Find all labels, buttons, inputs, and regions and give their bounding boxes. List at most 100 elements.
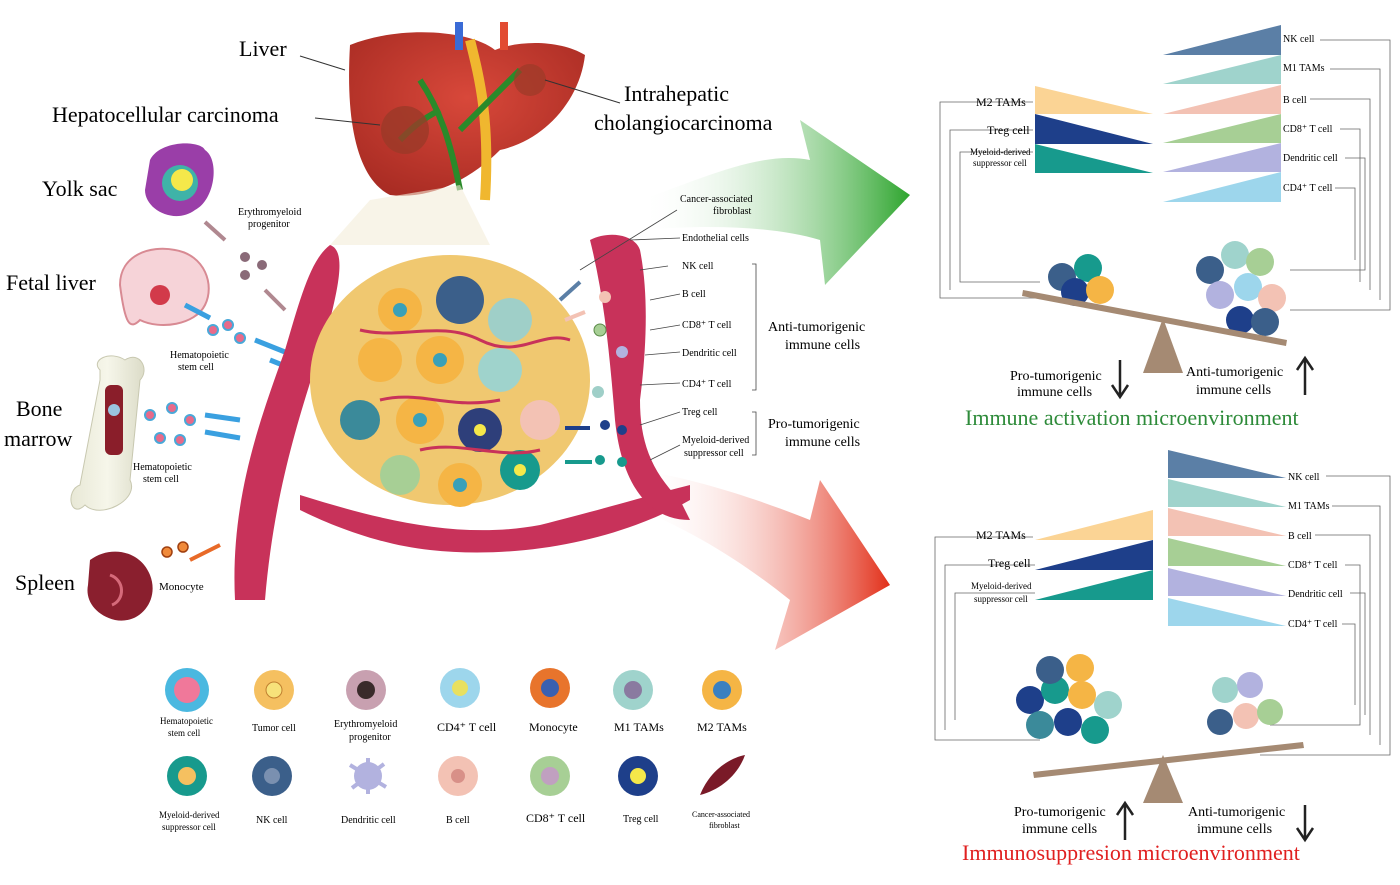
wedge-nk-bottom xyxy=(1168,450,1286,478)
liver-leader xyxy=(299,55,346,71)
tme-pro-1: Pro-tumorigenic xyxy=(768,417,860,432)
tme-mdsc-2: suppressor cell xyxy=(684,448,744,459)
erythro-cells xyxy=(240,252,267,280)
legend-monocyte-label: Monocyte xyxy=(529,720,578,734)
legend-m2-label: M2 TAMs xyxy=(697,720,747,734)
legend-dc-label: Dendritic cell xyxy=(341,815,396,826)
tme-treg: Treg cell xyxy=(682,407,718,418)
legend-b-icon xyxy=(438,756,478,796)
tme-cd8: CD8⁺ T cell xyxy=(682,320,732,331)
activation-title: Immune activation microenvironment xyxy=(965,405,1299,430)
bone-label-2: marrow xyxy=(4,426,73,451)
legend-b-label: B cell xyxy=(446,815,470,826)
arrow-b-in xyxy=(564,310,586,322)
legend-caf-icon xyxy=(700,755,745,795)
arrow-bone xyxy=(204,412,241,441)
sup-pro-1: Pro-tumorigenic xyxy=(1014,805,1106,820)
hcc-label: Hepatocellular carcinoma xyxy=(52,102,279,127)
liver-illustration xyxy=(330,22,585,245)
legend-treg-icon xyxy=(618,756,658,796)
sup-right-2: B cell xyxy=(1288,531,1312,542)
wedge-treg-top xyxy=(1035,114,1153,144)
legend-cd4-label: CD4⁺ T cell xyxy=(437,720,497,734)
icc-leader xyxy=(544,79,621,104)
incoming-cells-right xyxy=(592,291,628,467)
tme-caf-1: Cancer-associated xyxy=(680,194,753,205)
legend-monocyte-icon xyxy=(530,668,570,708)
suppression-pro-cluster xyxy=(1016,654,1122,744)
wedge-m2-bottom xyxy=(1035,510,1153,540)
sup-right-5: CD4⁺ T cell xyxy=(1288,619,1338,630)
legend-m1-icon xyxy=(613,670,653,710)
legend-mdsc-icon xyxy=(167,756,207,796)
activation-arrow-down xyxy=(1110,360,1130,400)
hcc-leader xyxy=(314,117,381,126)
hsc-cells-fetal xyxy=(207,319,246,344)
tme-caf-2: fibroblast xyxy=(713,206,752,217)
tme-pro-2: immune cells xyxy=(785,435,860,450)
activation-fulcrum xyxy=(1143,318,1183,373)
liver-label: Liver xyxy=(239,36,287,61)
legend-hsc-label-2: stem cell xyxy=(168,728,201,738)
fetal-liver-icon xyxy=(118,247,210,326)
act-right-0: NK cell xyxy=(1283,34,1315,45)
legend-m1-label: M1 TAMs xyxy=(614,720,664,734)
tme-nk: NK cell xyxy=(682,261,714,272)
spleen-icon xyxy=(87,551,153,621)
sup-right-3: CD8⁺ T cell xyxy=(1288,560,1338,571)
tme-dc: Dendritic cell xyxy=(682,348,737,359)
legend-hsc-label-1: Hematopoietic xyxy=(160,716,213,726)
legend-mdsc-label-1: Myeloid-derived xyxy=(159,810,220,820)
legend-tumor-icon xyxy=(254,670,294,710)
wedge-m1-bottom xyxy=(1168,479,1286,507)
bone-marrow-icon xyxy=(70,355,145,511)
legend-dc-icon xyxy=(348,758,388,794)
monocyte-cells-spleen xyxy=(161,541,189,558)
act-left-0: M2 TAMs xyxy=(976,95,1026,109)
act-mdsc-2: suppressor cell xyxy=(973,158,1027,168)
activation-right-wedges xyxy=(1163,25,1281,202)
tme-b: B cell xyxy=(682,289,706,300)
act-pro-1: Pro-tumorigenic xyxy=(1010,369,1102,384)
icc-label-1: Intrahepatic xyxy=(624,81,729,106)
sup-left-1: Treg cell xyxy=(988,556,1031,570)
wedge-dc-top xyxy=(1163,143,1281,172)
wedge-cd8-bottom xyxy=(1168,538,1286,566)
act-left-1: Treg cell xyxy=(987,123,1030,137)
erythro-label-2: progenitor xyxy=(248,219,290,230)
wedge-nk-top xyxy=(1163,25,1281,55)
hsc1-label-1: Hematopoietic xyxy=(170,350,229,361)
tme-endothelial: Endothelial cells xyxy=(682,233,749,244)
arrow-nk-in xyxy=(558,280,582,302)
wedge-m2-top xyxy=(1035,86,1153,114)
fetal-liver-label: Fetal liver xyxy=(6,270,96,295)
suppression-leaders xyxy=(934,475,1391,756)
sup-anti-1: Anti-tumorigenic xyxy=(1188,805,1285,820)
erythro-label-1: Erythromyeloid xyxy=(238,207,301,218)
legend-nk-label: NK cell xyxy=(256,815,288,826)
sup-anti-2: immune cells xyxy=(1197,822,1272,837)
tme-anti-2: immune cells xyxy=(785,338,860,353)
legend-treg-label: Treg cell xyxy=(623,814,659,825)
suppression-seesaw-beam xyxy=(1033,742,1304,778)
wedge-dc-bottom xyxy=(1168,568,1286,596)
activation-arrow-up xyxy=(1295,355,1315,395)
panel-suppression xyxy=(934,450,1391,843)
act-right-1: M1 TAMs xyxy=(1283,63,1325,74)
act-mdsc-1: Myeloid-derived xyxy=(970,147,1031,157)
sup-mdsc-1: Myeloid-derived xyxy=(971,581,1032,591)
legend-nk-icon xyxy=(252,756,292,796)
hsc-cells-bone xyxy=(144,402,196,446)
sup-right-1: M1 TAMs xyxy=(1288,501,1330,512)
activation-leaders xyxy=(939,39,1391,311)
suppression-title: Immunosuppresion microenvironment xyxy=(962,840,1300,865)
arrow-erythro xyxy=(263,288,287,312)
wedge-m1-top xyxy=(1163,55,1281,84)
legend-mdsc-label-2: suppressor cell xyxy=(162,822,216,832)
act-pro-2: immune cells xyxy=(1017,385,1092,400)
legend-m2-icon xyxy=(702,670,742,710)
icc-label-2: cholangiocarcinoma xyxy=(594,110,773,135)
wedge-mdsc-bottom xyxy=(1035,570,1153,600)
tumor-mass xyxy=(310,255,590,507)
